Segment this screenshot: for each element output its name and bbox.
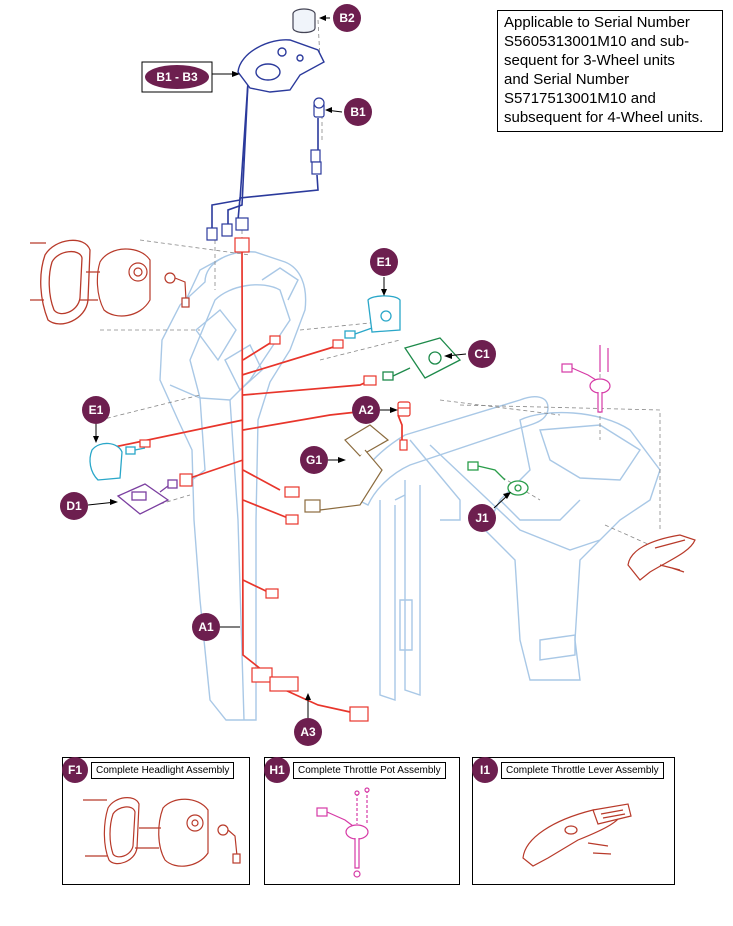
j1-pot-part: [467, 461, 529, 496]
note-line: and Serial Number: [504, 71, 630, 88]
callout-b1-b3-label: B1 - B3: [156, 70, 198, 84]
callout-e1-top: E1: [370, 248, 398, 296]
headlight-housing-part: [30, 242, 190, 317]
main-harness-connectors: [139, 237, 408, 722]
e1-button-left-part: [89, 442, 146, 481]
g1-bracket-part: [304, 424, 390, 513]
callout-j1-label: J1: [475, 511, 489, 525]
callout-a3-label: A3: [300, 725, 316, 739]
inset-throttle-pot-assembly: H1 Complete Throttle Pot Assembly: [264, 756, 460, 885]
callout-b2-label: B2: [339, 11, 355, 25]
callout-b2: B2: [319, 4, 361, 32]
inset-header: H1 Complete Throttle Pot Assembly: [264, 756, 446, 783]
callout-g1: G1: [300, 446, 346, 474]
note-line: Applicable to Serial Number: [504, 14, 690, 31]
callout-a2-label: A2: [358, 403, 374, 417]
upper-harness: [211, 81, 319, 230]
key-switch-part: [313, 97, 325, 118]
callout-e1-left: E1: [82, 396, 110, 443]
throttle-pot-assembly-drawing: [316, 787, 370, 878]
callout-e1-left-label: E1: [89, 403, 104, 417]
e1-button-top-part: [344, 295, 401, 339]
inset-throttle-lever-assembly: I1 Complete Throttle Lever Assembly: [472, 756, 675, 885]
inset-headlight-assembly: F1 Complete Headlight Assembly: [62, 756, 250, 885]
inset-badge-f1: F1: [62, 756, 88, 783]
throttle-lever-part: [627, 534, 696, 581]
note-line: S5605313001M10 and sub-: [504, 33, 690, 50]
callout-d1-label: D1: [66, 499, 82, 513]
callout-a1-label: A1: [198, 620, 214, 634]
callout-j1: J1: [468, 492, 511, 532]
callout-b1-label: B1: [350, 105, 366, 119]
callout-b1-b3: B1 - B3: [141, 61, 240, 93]
note-line: sequent for 3-Wheel units: [504, 52, 675, 69]
headlight-lens-part: [40, 239, 91, 325]
inset-title: Complete Headlight Assembly: [91, 761, 235, 779]
inset-title: Complete Throttle Pot Assembly: [293, 761, 446, 779]
throttle-pot-top-part: [561, 345, 611, 413]
rear-shroud-outline: [484, 411, 661, 681]
headlight-assembly-drawing: [83, 797, 241, 867]
console-plate-part: [237, 39, 325, 93]
inset-title: Complete Throttle Lever Assembly: [501, 761, 664, 779]
callout-c1: C1: [444, 340, 496, 368]
callout-d1: D1: [60, 492, 118, 520]
inset-header: F1 Complete Headlight Assembly: [62, 756, 235, 783]
callout-g1-label: G1: [306, 453, 322, 467]
throttle-lever-assembly-drawing: [522, 803, 632, 867]
inset-header: I1 Complete Throttle Lever Assembly: [472, 756, 664, 783]
knob-part: [292, 8, 316, 34]
d1-switch-part: [116, 479, 178, 515]
callout-b1: B1: [325, 98, 372, 126]
inset-badge-i1: I1: [472, 756, 498, 783]
steering-column-outline: [349, 396, 601, 701]
note-line: S5717513001M10 and: [504, 90, 656, 107]
applicability-note: Applicable to Serial Number S5605313001M…: [497, 10, 723, 132]
callout-badges: B2 B1 - B3 B1 E1: [60, 4, 511, 746]
a2-connector-part: [397, 401, 411, 417]
callout-a3: A3: [294, 693, 322, 746]
callout-e1-top-label: E1: [377, 255, 392, 269]
callout-c1-label: C1: [474, 347, 490, 361]
upper-harness-connectors: [206, 149, 322, 241]
inset-badge-h1: H1: [264, 756, 290, 783]
callout-a1: A1: [192, 613, 240, 641]
callout-a2: A2: [352, 396, 398, 424]
note-line: subsequent for 4-Wheel units.: [504, 109, 704, 126]
c1-plate-part: [382, 337, 462, 381]
tiller-console-outline: [159, 251, 307, 721]
